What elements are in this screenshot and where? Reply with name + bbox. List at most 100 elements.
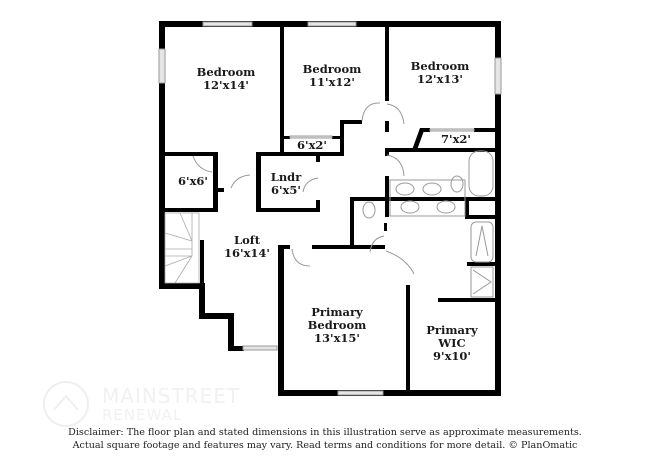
wall-bath-stub <box>385 148 389 156</box>
wall-lndr-top <box>256 152 344 156</box>
wall-wic-left <box>406 285 410 396</box>
wall-step-1 <box>159 283 205 289</box>
wall-shower-divider <box>467 262 495 266</box>
wall-toilet-bottom <box>350 245 385 249</box>
room-name: Primary <box>426 323 478 337</box>
wall-bath-left-3 <box>385 201 389 217</box>
room-name: Bedroom <box>196 65 256 79</box>
wall-primary-left <box>278 245 284 396</box>
toilet-icon <box>450 175 464 193</box>
room-closet-6x2: 6'x2' <box>297 139 327 152</box>
wall-bath-left-2 <box>385 176 389 197</box>
wall-stub <box>384 223 387 231</box>
room-primary-bedroom: Primary Bedroom 13'x15' <box>308 306 367 345</box>
wall-primary-top-left <box>278 245 290 249</box>
door-bed2 <box>361 102 381 122</box>
wall-shower-top <box>465 215 495 219</box>
door-bath <box>386 154 405 177</box>
closet-door-1 <box>289 135 333 139</box>
disclaimer: Disclaimer: The floor plan and stated di… <box>0 426 650 452</box>
wall-lndr-bottom <box>256 208 316 212</box>
bathtub-icon <box>468 150 494 197</box>
window-bed1-top <box>202 21 253 27</box>
toilet-icon <box>362 201 376 219</box>
wall-7x2-diagonal <box>412 128 425 150</box>
wall-primary-top <box>312 245 354 249</box>
wall-bottom <box>278 390 501 396</box>
door-lndr <box>302 177 319 193</box>
room-dimensions: 11'x12' <box>309 75 355 89</box>
wall-lndr-right-bottom <box>316 200 320 212</box>
room-dimensions: 12'x14' <box>203 78 249 92</box>
wall-bath-mid <box>350 197 495 201</box>
shower-glyph <box>475 225 489 257</box>
wall-step-5 <box>228 346 244 351</box>
wall-6x6-top <box>165 152 217 156</box>
sink-icon <box>395 182 415 196</box>
wall-toilet-left <box>350 197 354 249</box>
door-hall <box>230 174 251 189</box>
window-bed2-top <box>307 21 357 27</box>
wall-shower-left <box>465 197 469 217</box>
wall-lndr-left <box>256 152 261 212</box>
wall-closet1-right <box>340 120 344 154</box>
wall-bed2-bed3 <box>385 21 389 101</box>
watermark-logo: MAINSTREET RENEWAL <box>40 380 260 428</box>
wall-stair-right <box>200 240 204 288</box>
room-dimensions: 6'x2' <box>297 138 327 152</box>
room-closet-7x2: 7'x2' <box>441 133 471 146</box>
room-loft: Loft 16'x14' <box>224 234 270 260</box>
window-bed3-right <box>494 57 502 95</box>
wall-closet-left-stub <box>282 136 290 139</box>
wall-closet-right-stub <box>332 136 344 139</box>
window-bed1-left <box>158 48 166 84</box>
room-dimensions: 6'x6' <box>178 174 208 188</box>
stairs <box>164 212 200 284</box>
room-name: Lndr <box>270 170 302 184</box>
disclaimer-line-1: Disclaimer: The floor plan and stated di… <box>68 427 582 438</box>
room-dimensions: 16'x14' <box>224 246 270 260</box>
door-6x6 <box>192 155 213 173</box>
wall-6x6-right <box>213 152 218 212</box>
vanity-counter <box>389 179 466 217</box>
room-dimensions: 6'x5' <box>271 183 301 197</box>
room-bedroom-2: Bedroom 11'x12' <box>303 63 362 89</box>
room-closet-6x6: 6'x6' <box>178 175 208 188</box>
room-name: Loft <box>233 233 260 247</box>
wall-closet1-top <box>340 120 362 124</box>
door-toilet <box>369 235 385 253</box>
wall-stub-2 <box>385 121 389 132</box>
linen-glyph <box>472 269 492 295</box>
room-dimensions: 12'x13' <box>417 72 463 86</box>
wall-step-3 <box>199 313 234 319</box>
window-loft-bottom <box>242 345 278 351</box>
wall-door-stub <box>218 188 224 192</box>
logo-text-main: MAINSTREET <box>102 384 241 408</box>
logo-mark-icon <box>43 381 89 427</box>
wall-right <box>495 21 501 396</box>
sink-icon <box>436 200 456 214</box>
room-dimensions: 9'x10' <box>433 349 471 363</box>
door-wic <box>385 250 415 275</box>
room-dimensions: 7'x2' <box>441 132 471 146</box>
room-primary-wic: Primary WIC 9'x10' <box>426 324 477 363</box>
logo-text-sub: RENEWAL <box>102 406 183 424</box>
sink-icon <box>400 200 420 214</box>
room-name: Bedroom <box>302 62 362 76</box>
wall-step-2 <box>199 283 205 318</box>
wall-wic-top <box>438 298 495 302</box>
closet-door-2 <box>429 128 475 132</box>
room-name: Bedroom <box>307 318 367 332</box>
linen-icon <box>470 266 494 298</box>
wall-7x2-top-left <box>420 128 430 132</box>
wall-lndr-right-top <box>316 152 320 162</box>
room-bedroom-1: Bedroom 12'x14' <box>197 66 256 92</box>
wall-bed1-bed2 <box>280 21 284 154</box>
door-bed3 <box>386 103 405 125</box>
room-laundry: Lndr 6'x5' <box>271 171 302 197</box>
wall-6x6-bottom <box>165 208 217 212</box>
wall-step-4 <box>228 313 234 351</box>
shower-icon <box>470 221 494 263</box>
room-bedroom-3: Bedroom 12'x13' <box>411 60 470 86</box>
